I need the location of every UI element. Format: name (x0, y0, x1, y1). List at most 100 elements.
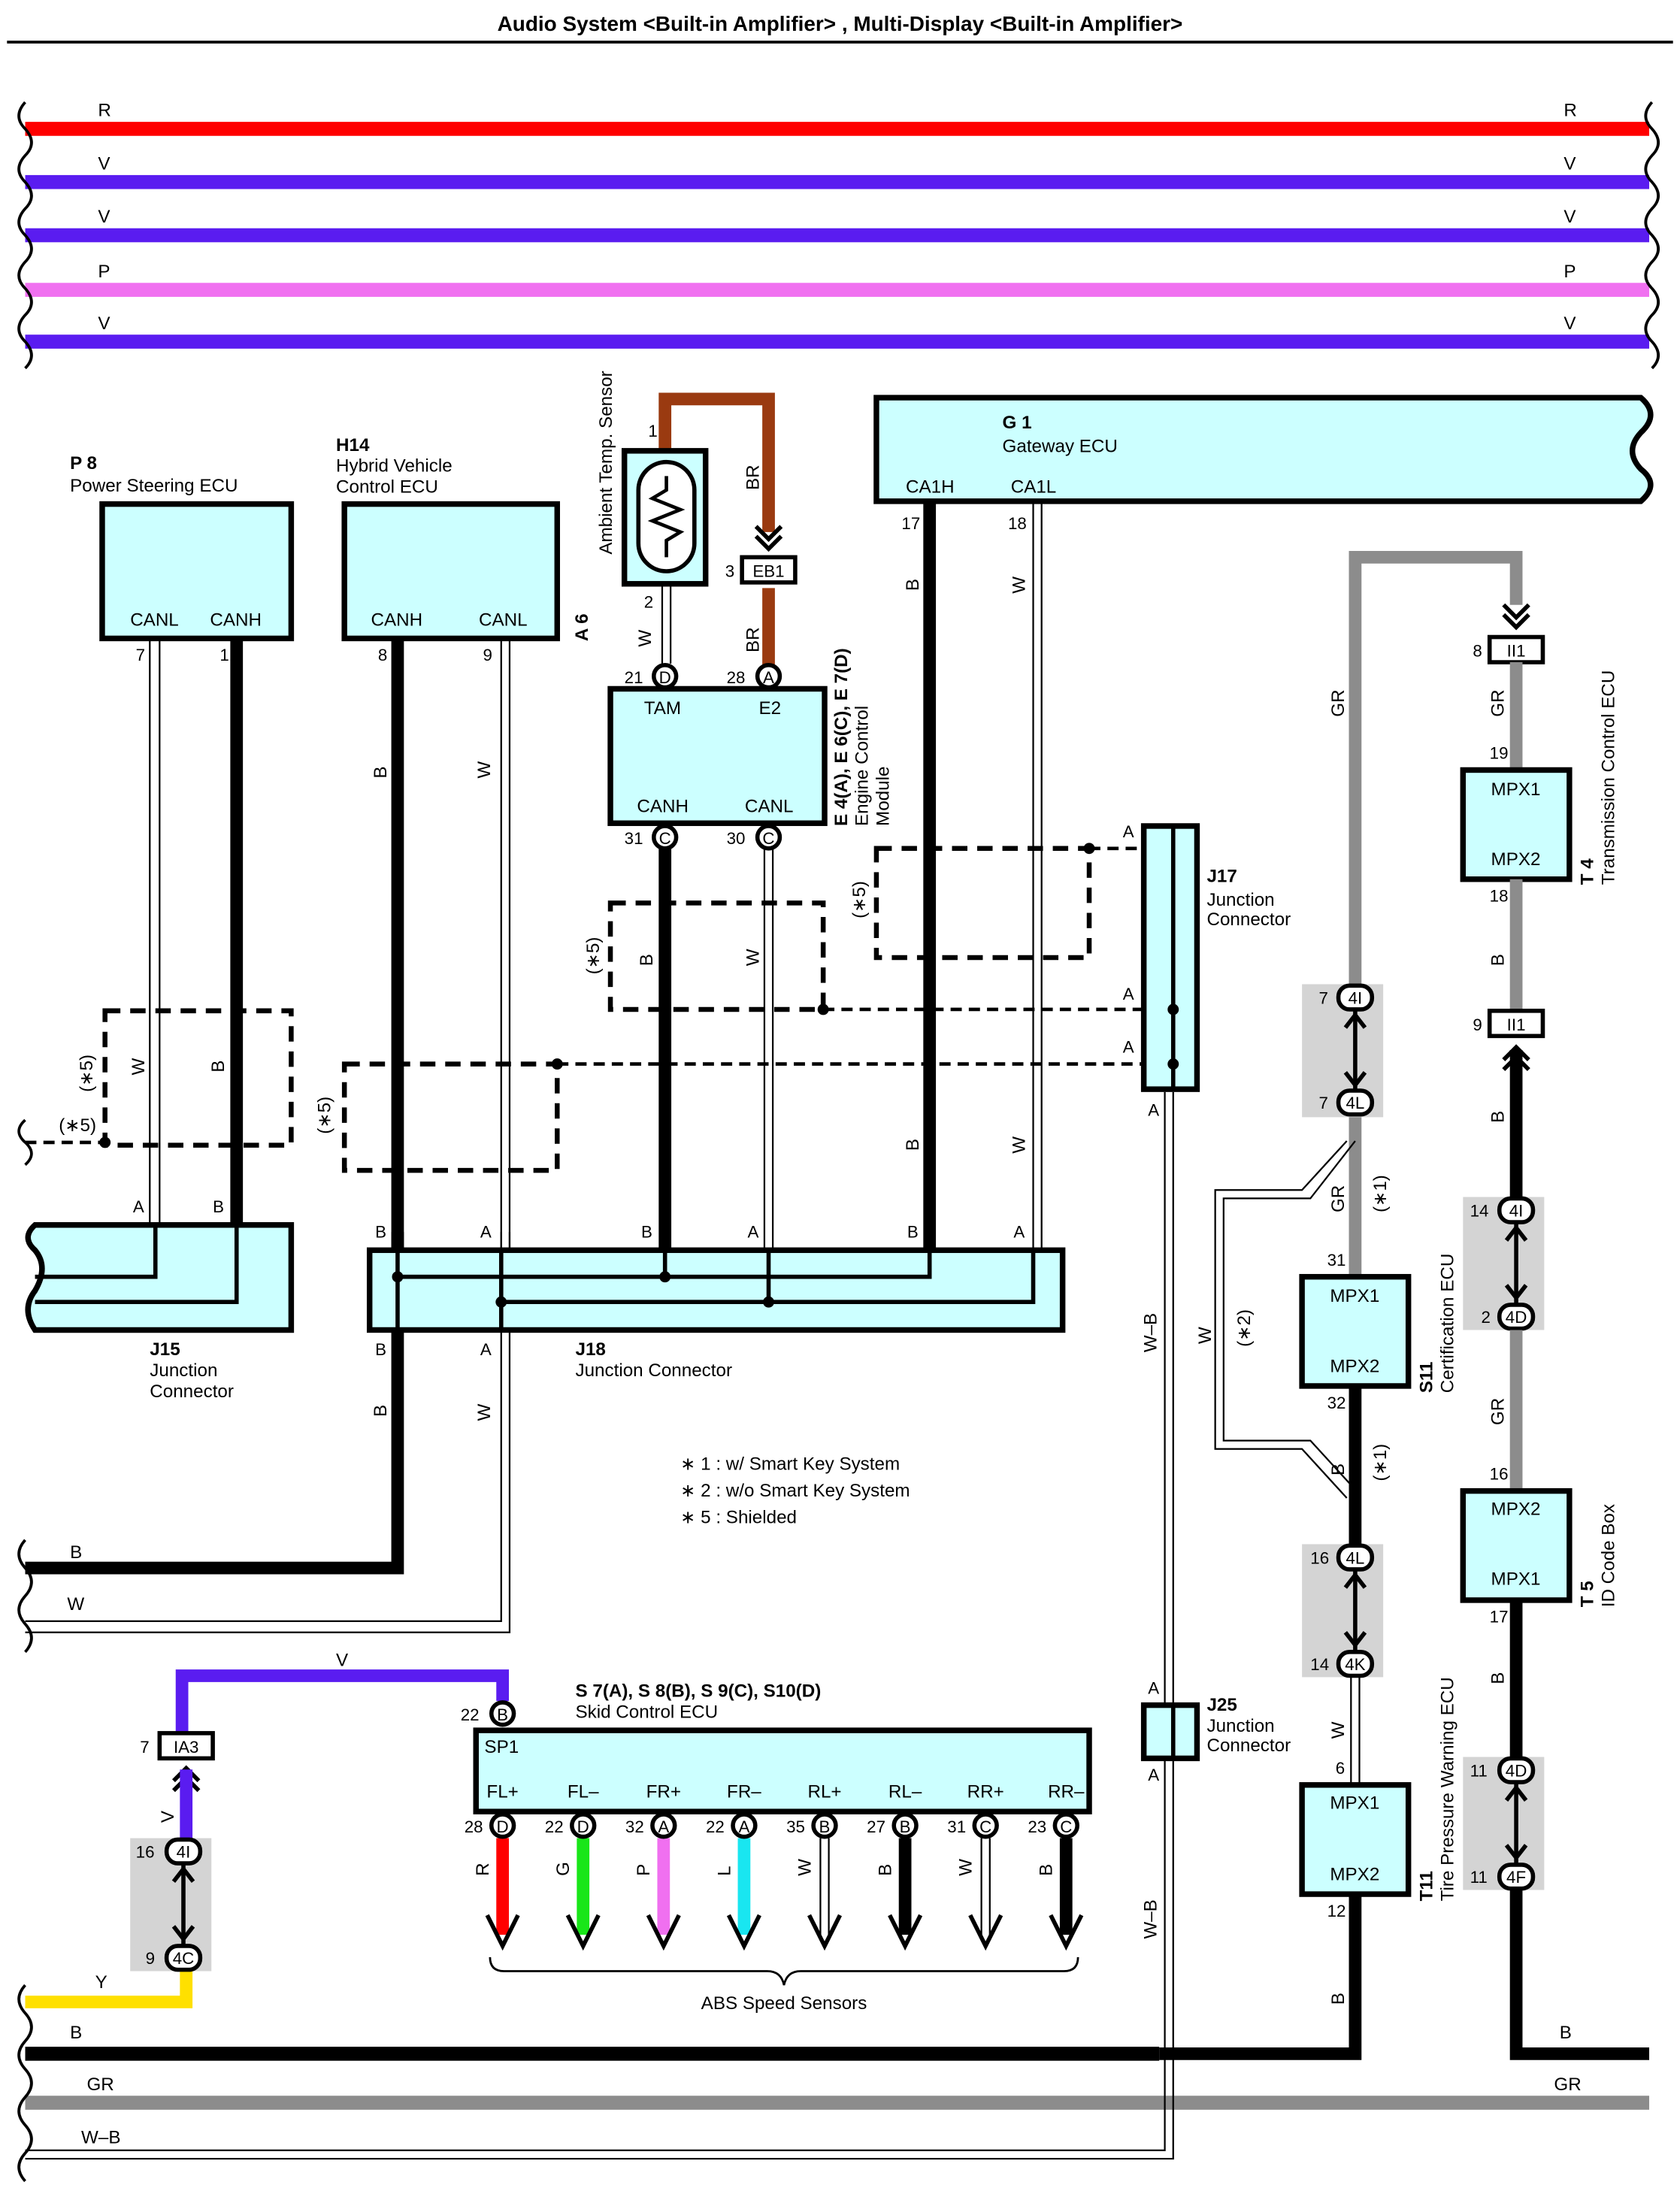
svg-text:Control ECU: Control ECU (336, 477, 438, 498)
svg-text:P: P (634, 1864, 654, 1876)
svg-text:MPX2: MPX2 (1491, 849, 1541, 870)
svg-text:Connector: Connector (150, 1381, 234, 1402)
svg-text:V: V (98, 313, 110, 334)
svg-text:P: P (1563, 262, 1576, 282)
svg-text:18: 18 (1490, 887, 1509, 906)
svg-text:J18: J18 (575, 1339, 605, 1360)
svg-text:J15: J15 (150, 1339, 180, 1360)
svg-text:9: 9 (483, 646, 492, 664)
svg-text:Junction: Junction (150, 1360, 217, 1381)
svg-text:RL+: RL+ (807, 1782, 841, 1802)
svg-text:RR+: RR+ (967, 1782, 1004, 1802)
svg-text:FL–: FL– (568, 1782, 599, 1802)
svg-text:(∗5): (∗5) (583, 937, 604, 975)
svg-text:B: B (70, 2023, 82, 2043)
svg-text:R: R (98, 101, 110, 121)
svg-text:1: 1 (648, 422, 657, 440)
svg-text:Skid Control ECU: Skid Control ECU (575, 1702, 718, 1722)
svg-text:IA3: IA3 (174, 1738, 199, 1757)
svg-text:P 8: P 8 (70, 453, 97, 474)
svg-text:T11: T11 (1416, 1871, 1436, 1901)
svg-text:9: 9 (146, 1949, 155, 1968)
svg-text:W–B: W–B (1140, 1313, 1161, 1352)
svg-text:Gateway ECU: Gateway ECU (1003, 437, 1118, 457)
svg-text:W: W (67, 1594, 84, 1615)
svg-text:Junction Connector: Junction Connector (575, 1360, 732, 1381)
svg-text:GR: GR (1488, 1398, 1508, 1425)
svg-text:CANL: CANL (479, 610, 528, 631)
speed-signal-branch: V IA3 7 V 4I 4C 16 9 (130, 1650, 510, 1972)
svg-text:II1: II1 (1507, 642, 1526, 661)
junction-connector-j17: A A A A J17 Junction Connector W–B W–B (1123, 822, 1291, 1939)
svg-text:SP1: SP1 (484, 1737, 519, 1757)
svg-text:14: 14 (1470, 1202, 1489, 1221)
svg-text:(∗1): (∗1) (1370, 1444, 1391, 1481)
svg-text:R: R (1563, 101, 1576, 121)
svg-text:GR: GR (86, 2074, 114, 2095)
svg-text:A: A (763, 668, 774, 687)
svg-text:B: B (1328, 1463, 1349, 1475)
svg-text:6: 6 (1336, 1759, 1345, 1778)
svg-text:MPX2: MPX2 (1330, 1864, 1379, 1884)
svg-text:B: B (907, 1223, 919, 1242)
svg-text:A: A (1013, 1223, 1025, 1242)
svg-text:23: 23 (1028, 1817, 1046, 1836)
svg-text:V: V (98, 153, 110, 174)
svg-text:22: 22 (461, 1705, 480, 1724)
svg-text:A: A (133, 1197, 144, 1216)
svg-text:RL–: RL– (888, 1782, 922, 1802)
svg-text:Tire Pressure Warning ECU: Tire Pressure Warning ECU (1437, 1677, 1458, 1901)
svg-text:Power Steering ECU: Power Steering ECU (70, 476, 238, 496)
notes-legend: ∗ 1 : w/ Smart Key System ∗ 2 : w/o Smar… (680, 1454, 910, 1528)
svg-text:18: 18 (1008, 514, 1027, 533)
gateway-ecu: G 1 Gateway ECU CA1H CA1L 17 18 B W B W … (849, 395, 1654, 1251)
svg-text:28: 28 (465, 1817, 483, 1836)
left-wire-bus: B W (17, 1118, 511, 1654)
svg-text:B: B (371, 1405, 391, 1417)
svg-text:B: B (213, 1197, 224, 1216)
svg-text:(∗5): (∗5) (849, 881, 870, 918)
svg-text:GR: GR (1328, 1185, 1349, 1212)
engine-control-module: D A 21 28 TAM E2 CANH CANL C C 31 30 E 4… (583, 648, 1173, 1251)
svg-text:GR: GR (1328, 689, 1349, 716)
svg-text:A: A (480, 1223, 492, 1242)
svg-text:D: D (659, 668, 671, 687)
svg-text:E2: E2 (758, 698, 781, 719)
svg-text:L: L (714, 1866, 734, 1875)
svg-text:FR+: FR+ (646, 1782, 681, 1802)
svg-text:W: W (474, 761, 495, 779)
svg-text:V: V (1563, 153, 1576, 174)
svg-text:W: W (1009, 576, 1029, 594)
svg-text:∗ 2 : w/o Smart Key System: ∗ 2 : w/o Smart Key System (680, 1481, 910, 1501)
svg-text:V: V (1563, 313, 1576, 334)
svg-text:MPX1: MPX1 (1330, 1793, 1379, 1813)
svg-text:2: 2 (1482, 1308, 1491, 1327)
svg-text:CANH: CANH (637, 796, 689, 816)
svg-text:W–B: W–B (81, 2128, 120, 2148)
svg-text:4I: 4I (177, 1843, 191, 1862)
svg-text:MPX2: MPX2 (1491, 1499, 1541, 1519)
svg-text:C: C (979, 1817, 991, 1836)
svg-text:31: 31 (625, 829, 643, 848)
svg-text:A 6: A 6 (572, 613, 592, 641)
svg-text:7: 7 (140, 1738, 149, 1757)
svg-text:Transmission Control ECU: Transmission Control ECU (1598, 670, 1618, 885)
svg-text:Engine Control: Engine Control (852, 706, 873, 826)
svg-text:W: W (743, 949, 763, 966)
svg-text:4C: 4C (173, 1949, 195, 1968)
svg-text:B: B (1560, 2023, 1572, 2043)
svg-text:4D: 4D (1506, 1762, 1527, 1781)
svg-text:CANH: CANH (210, 610, 262, 631)
ambient-temp-sensor: 1 2 Ambient Temp. Sensor A 6 W BR BR EB1… (572, 371, 798, 670)
svg-text:A: A (1123, 822, 1134, 841)
svg-text:1: 1 (219, 646, 229, 664)
svg-text:T 4: T 4 (1578, 858, 1598, 885)
svg-text:∗ 5 : Shielded: ∗ 5 : Shielded (680, 1507, 797, 1527)
